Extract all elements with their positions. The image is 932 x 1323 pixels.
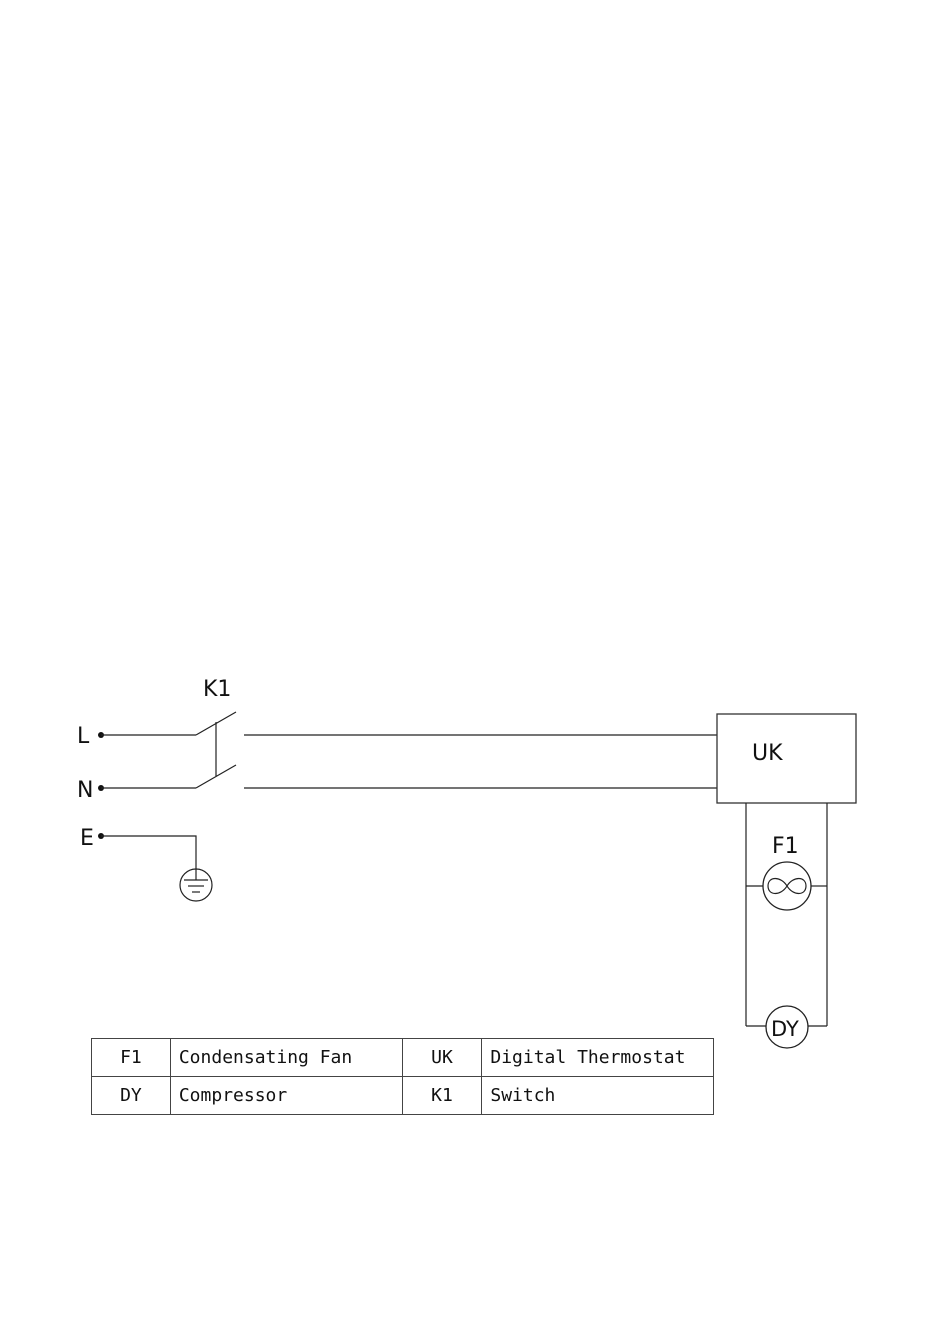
wire-earth [101,836,196,871]
legend-row: DY Compressor K1 Switch [92,1077,714,1115]
fan-icon [763,862,811,910]
legend-desc: Compressor [170,1077,402,1115]
terminal-l-label: L [77,724,90,749]
terminal-n-label: N [77,778,93,803]
legend-code: F1 [92,1039,171,1077]
legend-desc: Condensating Fan [170,1039,402,1077]
legend-table: F1 Condensating Fan UK Digital Thermosta… [91,1038,714,1115]
terminal-e-label: E [80,826,94,851]
legend-code: DY [92,1077,171,1115]
legend-desc: Digital Thermostat [482,1039,714,1077]
legend-desc: Switch [482,1077,714,1115]
thermostat-uk-box [717,714,856,803]
legend-row: F1 Condensating Fan UK Digital Thermosta… [92,1039,714,1077]
compressor-dy-label: DY [771,1017,799,1041]
legend-code: UK [402,1039,482,1077]
switch-k1-symbol [196,712,236,788]
switch-k1-label: K1 [203,677,231,702]
fan-f1-label: F1 [772,834,799,859]
legend-code: K1 [402,1077,482,1115]
thermostat-uk-label: UK [752,741,783,766]
ground-icon [180,869,212,901]
